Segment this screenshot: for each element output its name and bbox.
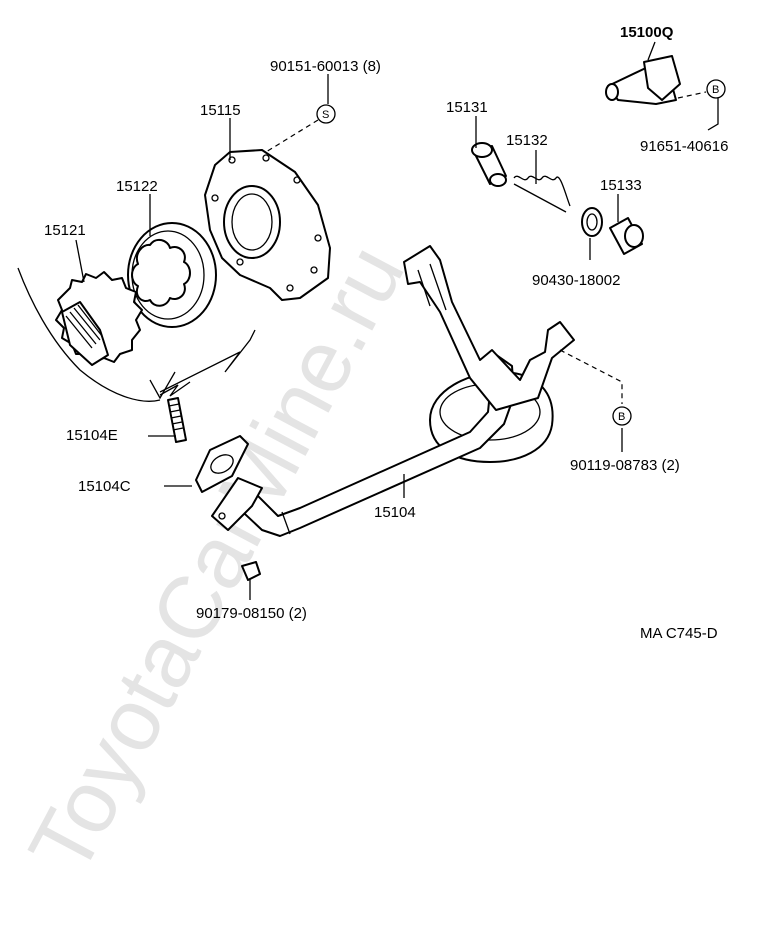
washer-90430: [581, 207, 603, 237]
label-15122: 15122: [116, 178, 158, 195]
stud-15104e: [167, 397, 187, 443]
marker-b-circle-right: B: [612, 406, 632, 426]
pump-plate-15115: [204, 149, 331, 301]
label-15104c: 15104C: [78, 478, 131, 495]
marker-s-text: S: [322, 109, 329, 121]
label-15133: 15133: [600, 177, 642, 194]
label-15104: 15104: [374, 504, 416, 521]
driven-rotor-15122: [127, 222, 217, 328]
label-15132: 15132: [506, 132, 548, 149]
label-15131: 15131: [446, 99, 488, 116]
spring-15132: [513, 175, 571, 213]
plug-15133: [609, 217, 644, 255]
drive-rotor-15121: [55, 271, 143, 366]
relief-valve-15131: [471, 142, 507, 187]
label-15115: 15115: [200, 102, 241, 119]
gasket-15104c: [195, 435, 249, 493]
diagram-code: MA C745-D: [640, 625, 718, 642]
label-15121: 15121: [44, 222, 86, 239]
label-90430-18002: 90430-18002: [532, 272, 620, 289]
marker-b-text-right: B: [618, 411, 625, 423]
label-90151-60013: 90151-60013 (8): [270, 58, 381, 75]
sensor-15100q: [605, 55, 681, 105]
nut-90179: [241, 561, 261, 581]
label-15104e: 15104E: [66, 427, 118, 444]
marker-s-circle: S: [316, 104, 336, 124]
label-90119-08783: 90119-08783 (2): [570, 457, 680, 474]
oil-strainer-15104: [211, 245, 575, 537]
leader-lines: [75, 41, 719, 600]
pump-body-outline: [17, 267, 256, 402]
label-15100q: 15100Q: [620, 24, 674, 41]
marker-b-circle-top: B: [706, 79, 726, 99]
label-90179-08150: 90179-08150 (2): [196, 605, 307, 622]
label-91651-40616: 91651-40616: [640, 138, 728, 155]
marker-b-text-top: B: [712, 84, 719, 96]
